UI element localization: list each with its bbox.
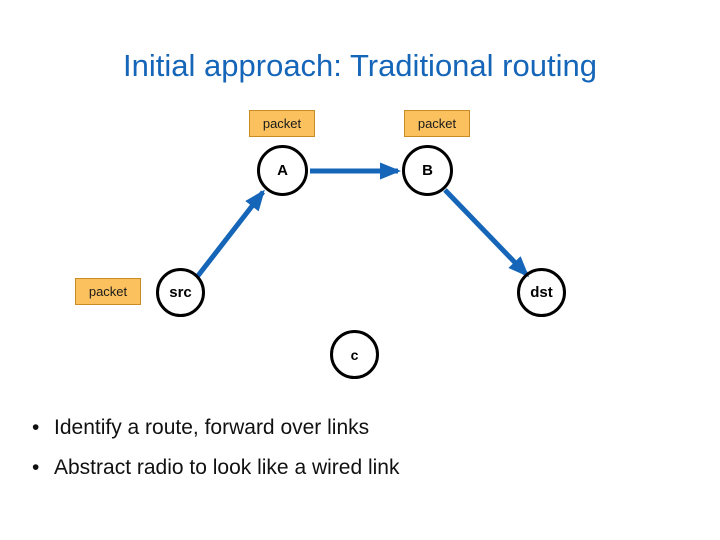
node-label: c (350, 346, 359, 363)
packet-label: packet (88, 284, 128, 299)
packet-box-at-b: packet (404, 110, 470, 137)
node-label: src (169, 284, 192, 301)
node-label: dst (530, 284, 553, 301)
bullet-text: Identify a route, forward over links (54, 416, 370, 439)
node-dst: dst (517, 268, 566, 317)
node-label: B (422, 162, 433, 179)
packet-box-at-a: packet (249, 110, 315, 137)
bullet-text: Abstract radio to look like a wired link (54, 456, 400, 479)
node-a: A (257, 145, 308, 196)
bullet-marker: • (32, 416, 40, 439)
node-src: src (156, 268, 205, 317)
packet-label: packet (262, 116, 302, 131)
bullet-list: • Identify a route, forward over links •… (32, 408, 672, 488)
packet-label: packet (417, 116, 457, 131)
page-title: Initial approach: Traditional routing (123, 48, 597, 83)
link-src-to-a (195, 189, 265, 279)
packet-box-at-src: packet (75, 278, 141, 305)
link-b-to-dst (443, 188, 530, 278)
bullet-item: • Identify a route, forward over links (32, 408, 672, 448)
node-label: A (277, 162, 288, 179)
bullet-item: • Abstract radio to look like a wired li… (32, 448, 672, 488)
node-b: B (402, 145, 453, 196)
node-c: c (330, 330, 379, 379)
bullet-marker: • (32, 456, 40, 479)
